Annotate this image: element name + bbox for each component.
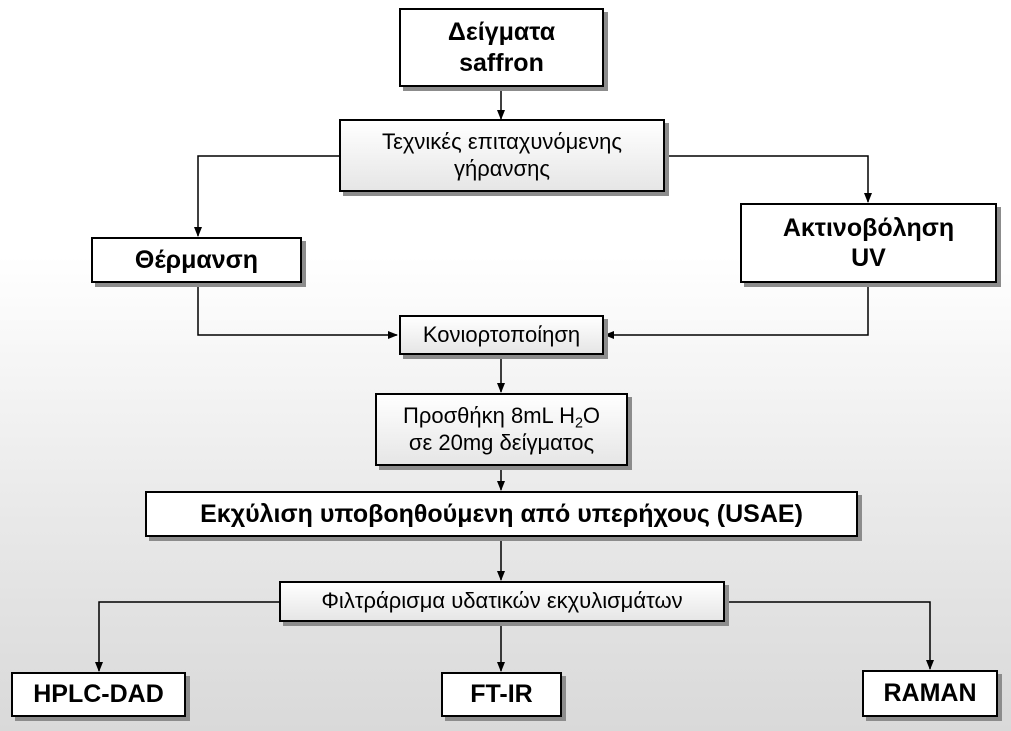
water-addition-box: Προσθήκη 8mL H2O σε 20mg δείγματος (375, 393, 628, 466)
addition-label-subscript: 2 (574, 414, 583, 431)
filtration-box: Φιλτράρισμα υδατικών εκχυλισμάτων (279, 581, 725, 622)
uv-label-line1: Ακτινοβόληση (782, 213, 955, 242)
arrow-aging-to-uv (664, 155, 872, 203)
uv-irradiation-box: Ακτινοβόληση UV (740, 203, 997, 283)
accelerated-aging-box: Τεχνικές επιταχυνόμενης γήρανσης (339, 119, 665, 192)
arrow-uv-to-pulverization (604, 283, 869, 339)
ft-ir-box: FT-IR (441, 672, 562, 717)
heating-box: Θέρμανση (91, 237, 302, 283)
addition-label-line2: σε 20mg δείγματος (408, 429, 595, 455)
uv-label-line2: UV (851, 244, 886, 272)
extraction-box: Εκχύλιση υποβοηθούμενη από υπερήχους (US… (145, 491, 858, 537)
samples-label-line1: Δείγματα (447, 18, 556, 46)
arrow-filtration-to-hplc (95, 601, 280, 672)
samples-box: Δείγματα saffron (399, 8, 604, 87)
arrow-aging-to-heating (194, 155, 340, 237)
raman-box: RAMAN (862, 670, 998, 717)
hplc-dad-box: HPLC-DAD (11, 672, 186, 717)
aging-label-line2: γήρανσης (454, 155, 550, 181)
pulverization-label: Κονιορτοποίηση (422, 321, 581, 347)
addition-label-line1: Προσθήκη 8mL H2O (403, 403, 600, 430)
pulverization-box: Κονιορτοποίηση (399, 315, 604, 355)
addition-label-pre: Προσθήκη 8mL H (402, 402, 575, 428)
arrow-filtration-to-raman (724, 601, 934, 670)
addition-label-post: O (582, 402, 601, 428)
arrow-heating-to-pulverization (197, 283, 398, 339)
heating-label: Θέρμανση (134, 245, 259, 274)
aging-label-line1: Τεχνικές επιταχυνόμενης (382, 128, 622, 154)
ftir-label: FT-IR (470, 680, 533, 709)
raman-label: RAMAN (883, 679, 977, 708)
extraction-label: Εκχύλιση υποβοηθούμενη από υπερήχους (US… (200, 499, 803, 528)
filtration-label: Φιλτράρισμα υδατικών εκχυλισμάτων (321, 588, 683, 614)
hplc-label: HPLC-DAD (33, 680, 164, 709)
samples-label-line2: saffron (459, 48, 544, 77)
